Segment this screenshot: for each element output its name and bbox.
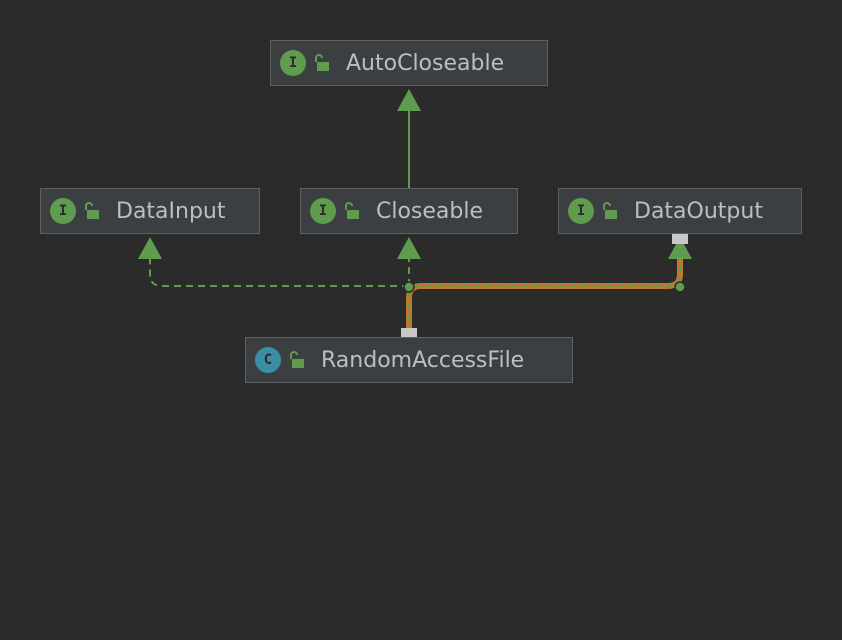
interface-badge-icon: I	[568, 198, 594, 224]
node-randomaccessfile[interactable]: C RandomAccessFile	[245, 337, 573, 383]
edge-randomaccessfile-to-dataoutput	[408, 258, 681, 334]
node-label: Closeable	[376, 198, 484, 224]
interface-badge-icon: I	[310, 198, 336, 224]
node-label: AutoCloseable	[346, 50, 505, 76]
edge-arrowhead-autocloseable	[397, 89, 421, 111]
node-label: RandomAccessFile	[321, 347, 525, 373]
class-badge-icon: C	[255, 347, 281, 373]
unlocked-padlock-icon	[85, 202, 99, 219]
unlocked-padlock-icon	[345, 202, 359, 219]
node-label: DataInput	[116, 198, 226, 224]
node-autocloseable[interactable]: I AutoCloseable	[270, 40, 548, 86]
edge-bend-point[interactable]	[403, 281, 415, 293]
node-closeable[interactable]: I Closeable	[300, 188, 518, 234]
edge-randomaccessfile-to-datainput[interactable]	[149, 258, 409, 287]
edge-bend-point[interactable]	[674, 281, 686, 293]
edge-arrowhead-datainput	[138, 237, 162, 259]
edge-arrowhead-dataoutput	[668, 237, 692, 259]
edge-arrowhead-closeable	[397, 237, 421, 259]
node-dataoutput[interactable]: I DataOutput	[558, 188, 802, 234]
node-datainput[interactable]: I DataInput	[40, 188, 260, 234]
unlocked-padlock-icon	[603, 202, 617, 219]
node-label: DataOutput	[634, 198, 763, 224]
interface-badge-icon: I	[280, 50, 306, 76]
interface-badge-icon: I	[50, 198, 76, 224]
unlocked-padlock-icon	[290, 351, 304, 368]
edge-randomaccessfile-to-dataoutput-highlight[interactable]	[406, 258, 683, 334]
unlocked-padlock-icon	[315, 54, 329, 71]
